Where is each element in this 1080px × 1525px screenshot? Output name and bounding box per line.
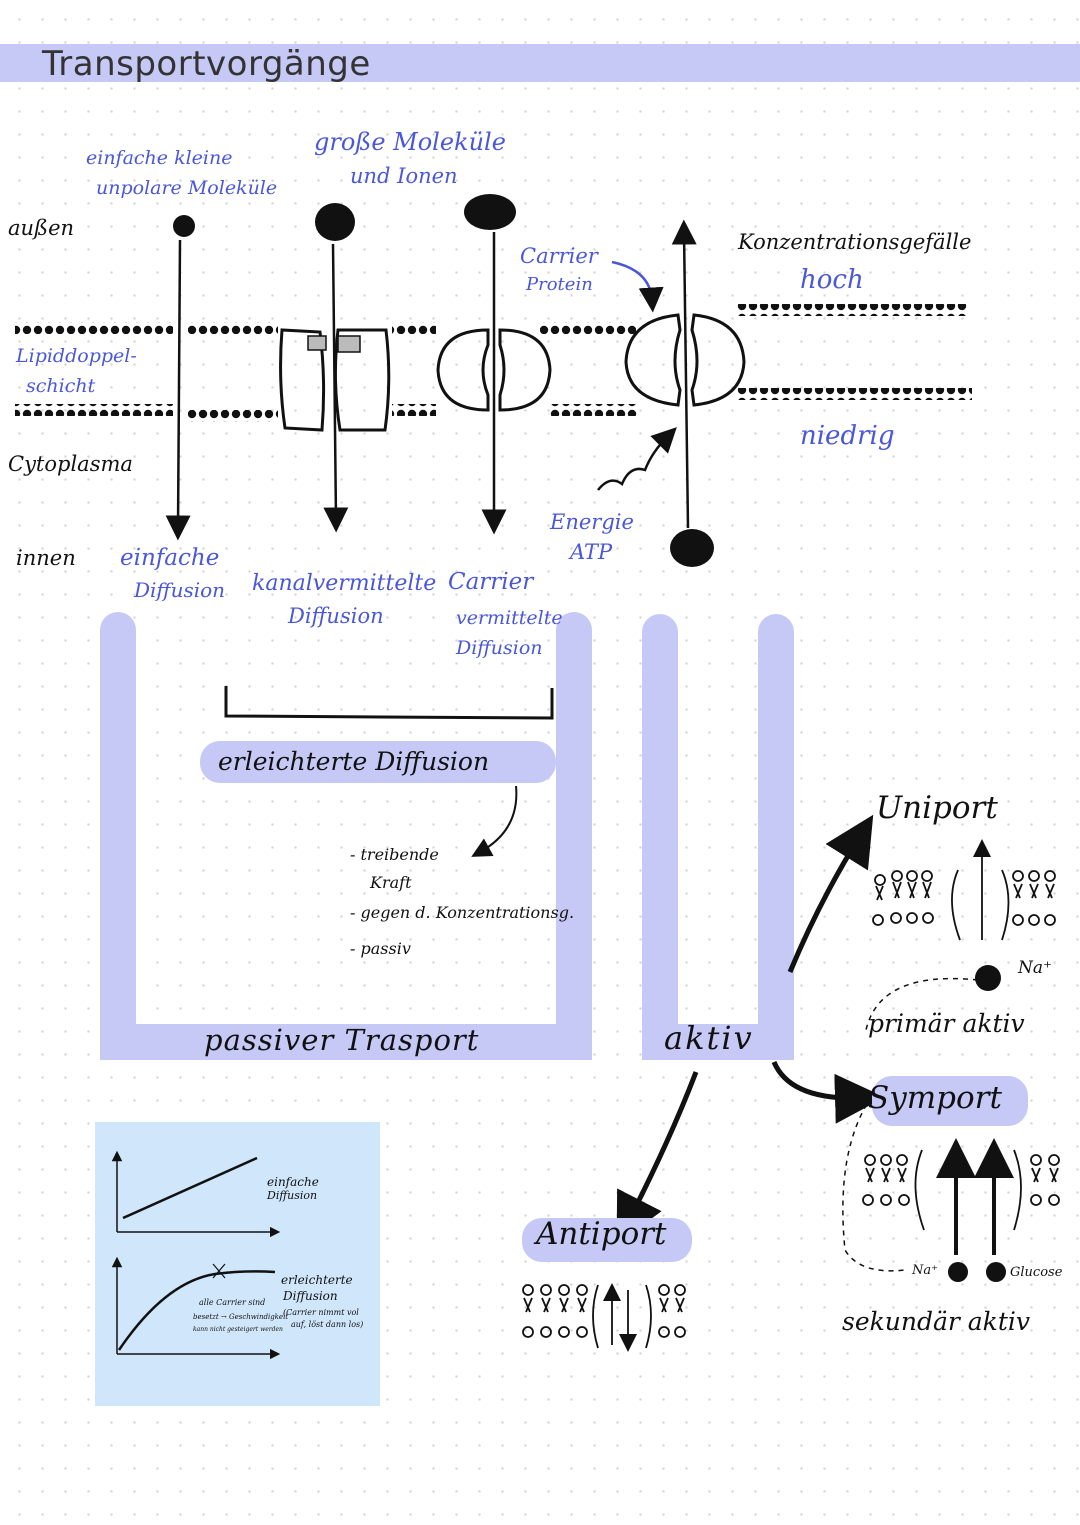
- graph-simple-label-1: einfache: [267, 1175, 319, 1189]
- active-bracket: [642, 614, 794, 1060]
- symport-sketch: [862, 1138, 1060, 1255]
- carrier-diffusion-label-1: Carrier: [448, 569, 534, 595]
- graph-facilitated-label-2: Diffusion: [283, 1289, 338, 1303]
- channel-diffusion-label-1: kanalvermittelte: [252, 571, 437, 596]
- cytoplasm-label: Cytoplasma: [8, 452, 133, 476]
- page-title: Transportvorgänge: [42, 44, 371, 84]
- secondary-active-label: sekundär aktiv: [842, 1307, 1031, 1336]
- symport-label: Symport: [868, 1080, 1002, 1116]
- primary-active-label: primär aktiv: [868, 1009, 1025, 1038]
- antiport-label: Antiport: [536, 1216, 667, 1252]
- graph-facilitated-label-4: auf, löst dann los): [291, 1320, 364, 1329]
- ion-molecule: [464, 194, 516, 230]
- small-molecule: [173, 215, 195, 237]
- graph-facilitated-label-1: erleichterte: [281, 1273, 353, 1287]
- simple-diffusion-label-1: einfache: [120, 545, 220, 571]
- glucose-label: Glucose: [1010, 1265, 1063, 1280]
- bilayer-label-1: Lipiddoppel-: [16, 345, 137, 367]
- facilitated-bracket: [224, 686, 554, 720]
- pump-protein: [624, 313, 746, 407]
- graph-note-1: alle Carrier sind: [199, 1298, 266, 1307]
- graph-note-2: besetzt → Geschwindigkeit: [193, 1313, 289, 1321]
- symport-pill: [872, 1076, 1028, 1126]
- carrier-protein-label-1: Carrier: [520, 244, 598, 268]
- membrane-outer-layer: [15, 304, 968, 334]
- note-line-4: - passiv: [350, 939, 411, 958]
- na-label-secondary: Na⁺: [912, 1263, 938, 1278]
- note-line-2: Kraft: [370, 873, 412, 892]
- graph-simple-label-2: Diffusion: [267, 1189, 318, 1202]
- gradient-high: hoch: [800, 265, 864, 295]
- rate-graph-panel: einfache Diffusion erleichterte Diffusio…: [95, 1122, 380, 1406]
- carrier-protein-label-2: Protein: [526, 274, 593, 295]
- rate-graphs: [111, 1150, 281, 1360]
- large-molecule: [315, 203, 355, 241]
- simple-diffusion-label-2: Diffusion: [134, 578, 226, 602]
- note-line-3: - gegen d. Konzentrationsg.: [350, 903, 575, 922]
- antiport-sketch: [522, 1283, 686, 1352]
- uniport-sketch: [872, 839, 1056, 941]
- note-line-1: - treibende: [350, 845, 439, 864]
- small-molecules-label-2: unpolare Moleküle: [96, 177, 278, 199]
- pumped-molecule: [670, 529, 714, 567]
- small-molecules-label-1: einfache kleine: [86, 147, 233, 169]
- carrier-diffusion-label-3: Diffusion: [456, 637, 543, 659]
- antiport-pill: [522, 1218, 692, 1262]
- na-molecule-primary: [975, 965, 1001, 991]
- facilitated-diffusion-label: erleichterte Diffusion: [218, 747, 490, 776]
- facilitated-pill: [200, 741, 556, 783]
- passive-transport-label: passiver Trasport: [204, 1023, 480, 1057]
- channel-diffusion-label-2: Diffusion: [288, 604, 384, 628]
- large-molecules-label-1: große Moleküle: [314, 128, 506, 156]
- graph-note-3: kann nicht gesteigert werden: [193, 1326, 283, 1333]
- na-label-primary: Na⁺: [1018, 958, 1052, 978]
- carrier-diffusion-label-2: vermittelte: [456, 607, 563, 629]
- gradient-title: Konzentrationsgefälle: [738, 230, 972, 254]
- bilayer-label-2: schicht: [26, 375, 96, 397]
- active-label: aktiv: [664, 1019, 754, 1057]
- energy-label-1: Energie: [550, 510, 634, 534]
- outside-label: außen: [8, 216, 75, 240]
- carrier-protein: [436, 328, 552, 412]
- graph-facilitated-label-3: (Carrier nimmt vol: [283, 1308, 359, 1317]
- passive-bracket: [100, 612, 592, 1060]
- membrane-inner-layer: [15, 388, 972, 422]
- title-highlight: [0, 44, 1080, 82]
- gradient-low: niedrig: [800, 421, 895, 451]
- inside-label: innen: [16, 546, 76, 570]
- uniport-label: Uniport: [876, 790, 998, 826]
- channel-protein: [279, 328, 391, 432]
- energy-label-2: ATP: [570, 540, 613, 564]
- large-molecules-label-2: und Ionen: [350, 164, 458, 188]
